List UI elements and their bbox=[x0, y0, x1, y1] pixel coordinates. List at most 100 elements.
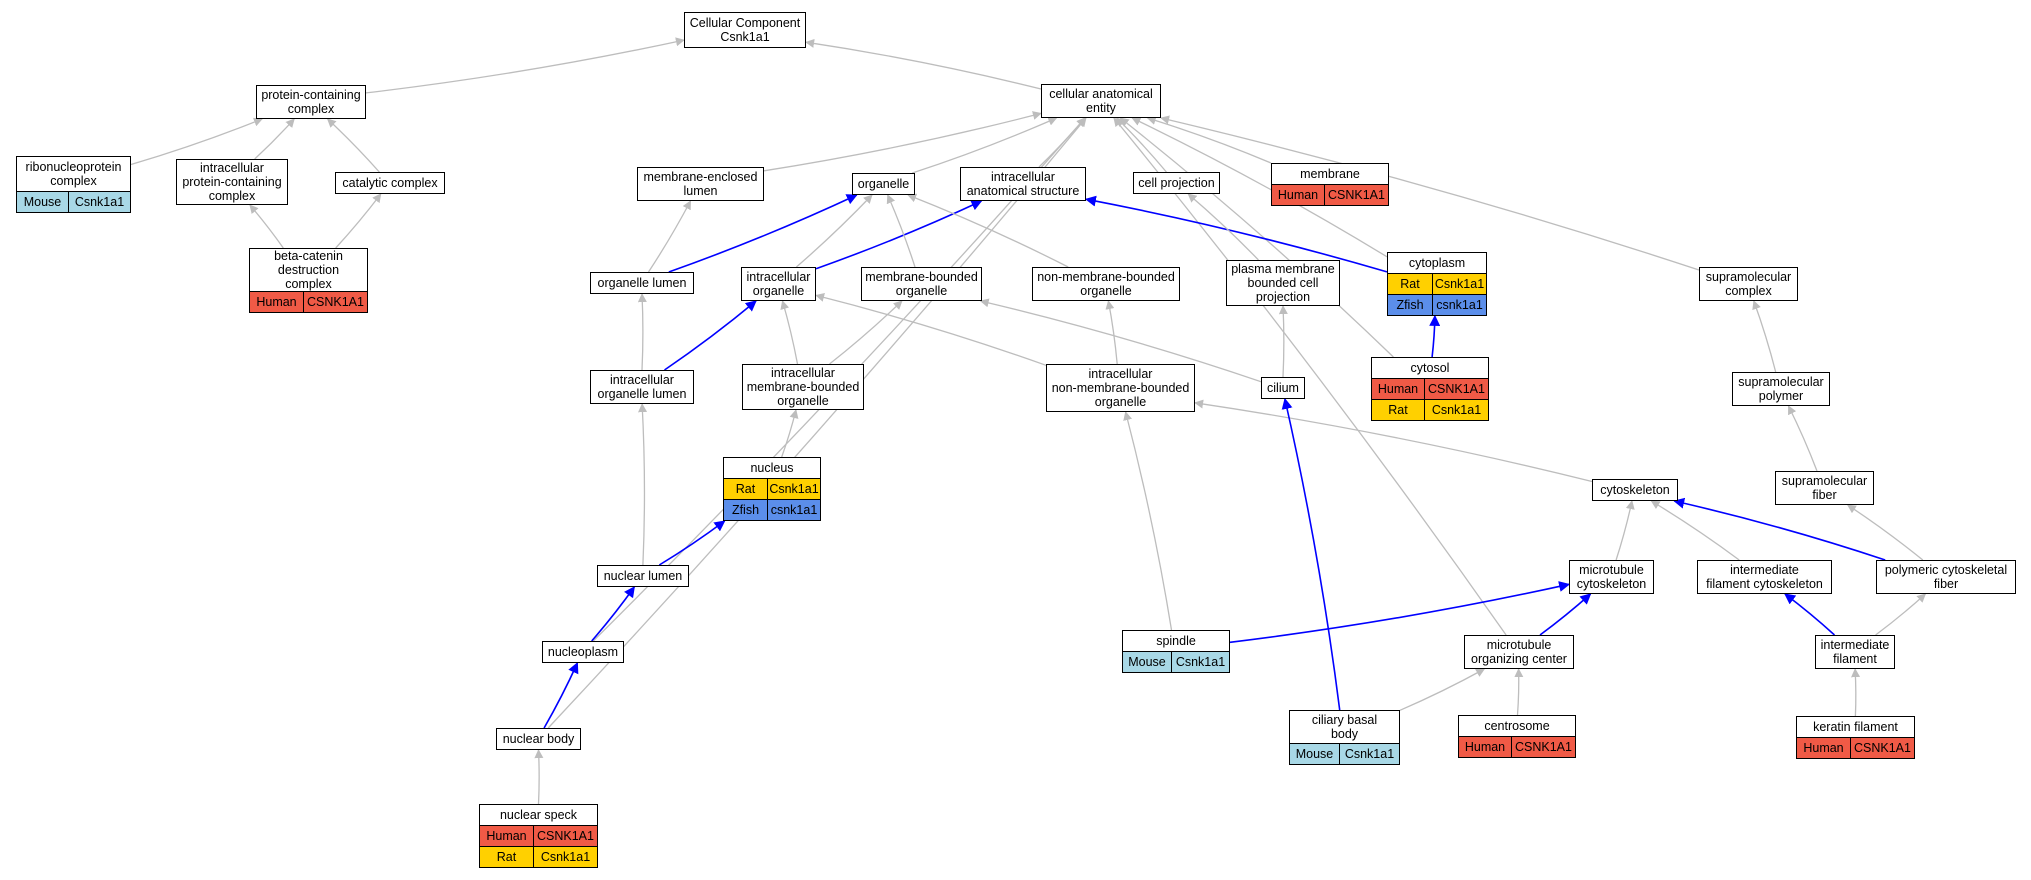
go-term-label: membrane-bounded organelle bbox=[861, 267, 982, 301]
go-term-inmbo[interactable]: intracellular non-membrane-bounded organ… bbox=[1046, 364, 1195, 412]
go-term-mel[interactable]: membrane-enclosed lumen bbox=[637, 167, 764, 201]
edge-is_a-cbb-to-mtoc bbox=[1399, 668, 1486, 711]
go-term-label: ribonucleoprotein complex bbox=[16, 156, 131, 192]
gene-cell: CSNK1A1 bbox=[304, 292, 367, 312]
go-term-nplasm[interactable]: nucleoplasm bbox=[542, 641, 624, 663]
go-term-imbo[interactable]: intracellular membrane-bounded organelle bbox=[742, 364, 864, 410]
go-term-label: protein-containing complex bbox=[256, 85, 366, 119]
go-term-label: cell projection bbox=[1133, 172, 1220, 194]
go-term-label: intracellular organelle lumen bbox=[590, 370, 694, 404]
edge-is_a-inmbo-to-nmbo bbox=[1105, 300, 1118, 365]
go-term-label: intracellular anatomical structure bbox=[960, 167, 1086, 201]
go-term-cytosk[interactable]: cytoskeleton bbox=[1592, 479, 1678, 501]
go-term-smc[interactable]: supramolecular complex bbox=[1699, 267, 1798, 301]
edge-is_a-imbo-to-iorg bbox=[780, 300, 799, 365]
go-term-orgl[interactable]: organelle lumen bbox=[590, 272, 694, 294]
go-term-label: nuclear body bbox=[496, 728, 581, 750]
species-cell: Human bbox=[250, 292, 304, 312]
go-term-cilium[interactable]: cilium bbox=[1261, 377, 1305, 399]
edge-is_a-iorg-to-org bbox=[795, 194, 873, 268]
edge-part_of-spindle-to-mtc bbox=[1229, 581, 1571, 644]
go-term-pmbcp[interactable]: plasma membrane bounded cell projection bbox=[1226, 260, 1340, 306]
go-term-ias[interactable]: intracellular anatomical structure bbox=[960, 167, 1086, 201]
go-term-mbo[interactable]: membrane-bounded organelle bbox=[861, 267, 982, 301]
gene-cell: CSNK1A1 bbox=[534, 826, 597, 846]
edge-is_a-bcat-to-ipcc bbox=[249, 204, 284, 249]
edge-is_a-cytosk-to-inmbo bbox=[1194, 399, 1593, 483]
go-term-iorg[interactable]: intracellular organelle bbox=[741, 267, 816, 301]
go-term-cat[interactable]: catalytic complex bbox=[335, 172, 445, 194]
gene-cell: CSNK1A1 bbox=[1512, 737, 1575, 757]
go-term-if[interactable]: intermediate filament bbox=[1815, 635, 1895, 669]
go-term-ipcc[interactable]: intracellular protein-containing complex bbox=[176, 159, 288, 205]
go-term-smf[interactable]: supramolecular fiber bbox=[1775, 471, 1874, 505]
edge-is_a-nucleus-to-imbo bbox=[781, 409, 799, 458]
go-term-smp[interactable]: supramolecular polymer bbox=[1732, 372, 1830, 406]
species-cell: Human bbox=[1459, 737, 1512, 757]
gene-cell: Csnk1a1 bbox=[1433, 274, 1486, 294]
go-term-pcc[interactable]: protein-containing complex bbox=[256, 85, 366, 119]
go-term-label: intracellular protein-containing complex bbox=[176, 159, 288, 205]
edge-part_of-cyto-to-ias bbox=[1084, 195, 1388, 273]
go-term-nlum[interactable]: nuclear lumen bbox=[597, 565, 689, 587]
go-term-label: cytoskeleton bbox=[1592, 479, 1678, 501]
species-cell: Rat bbox=[1372, 400, 1425, 420]
gene-cell: CSNK1A1 bbox=[1325, 185, 1388, 205]
go-term-label: intracellular membrane-bounded organelle bbox=[742, 364, 864, 410]
edge-is_a-rnp-to-pcc bbox=[130, 117, 263, 166]
go-term-label: intracellular non-membrane-bounded organ… bbox=[1046, 364, 1195, 412]
go-term-cae[interactable]: cellular anatomical entity bbox=[1041, 84, 1161, 118]
go-term-pcf[interactable]: polymeric cytoskeletal fiber bbox=[1876, 560, 2016, 594]
edge-part_of-cbb-to-cilium bbox=[1281, 397, 1341, 711]
edge-is_a-cilium-to-pmbcp bbox=[1278, 305, 1288, 378]
edge-is_a-ipcc-to-pcc bbox=[254, 118, 295, 160]
go-term-label: nucleus bbox=[723, 457, 821, 479]
edge-is_a-inmbo-to-iorg bbox=[815, 293, 1047, 366]
go-term-org[interactable]: organelle bbox=[852, 173, 915, 195]
edge-is_a-nspeck-to-nbody bbox=[534, 749, 544, 805]
go-term-ifc[interactable]: intermediate filament cytoskeleton bbox=[1697, 560, 1832, 594]
edge-part_of-iorg-to-ias bbox=[815, 200, 983, 270]
go-term-mtoc[interactable]: microtubule organizing center bbox=[1464, 635, 1574, 669]
go-term-label: spindle bbox=[1122, 630, 1230, 652]
edge-part_of-orgl-to-org bbox=[668, 194, 858, 273]
edge-is_a-cproj-to-cae bbox=[1116, 117, 1167, 173]
species-cell: Rat bbox=[1388, 274, 1433, 294]
go-term-mtc[interactable]: microtubule cytoskeleton bbox=[1569, 560, 1654, 594]
go-term-label: polymeric cytoskeletal fiber bbox=[1876, 560, 2016, 594]
go-term-label: microtubule cytoskeleton bbox=[1569, 560, 1654, 594]
go-term-label: cellular anatomical entity bbox=[1041, 84, 1161, 118]
go-term-label: ciliary basal body bbox=[1289, 710, 1400, 744]
edge-is_a-centro-to-mtoc bbox=[1514, 668, 1524, 716]
go-term-cproj[interactable]: cell projection bbox=[1133, 172, 1220, 194]
go-term-label: intermediate filament bbox=[1815, 635, 1895, 669]
go-term-iol[interactable]: intracellular organelle lumen bbox=[590, 370, 694, 404]
edge-part_of-cytosol-to-cyto bbox=[1429, 314, 1441, 358]
species-cell: Human bbox=[480, 826, 534, 846]
go-term-nmbo[interactable]: non-membrane-bounded organelle bbox=[1032, 267, 1180, 301]
go-term-root[interactable]: Cellular Component Csnk1a1 bbox=[684, 12, 806, 48]
edge-is_a-nmbo-to-org bbox=[907, 193, 1069, 268]
edge-is_a-mbo-to-org bbox=[886, 194, 916, 268]
go-term-nbody[interactable]: nuclear body bbox=[496, 728, 581, 750]
species-cell: Human bbox=[1272, 185, 1325, 205]
go-term-label: nucleoplasm bbox=[542, 641, 624, 663]
